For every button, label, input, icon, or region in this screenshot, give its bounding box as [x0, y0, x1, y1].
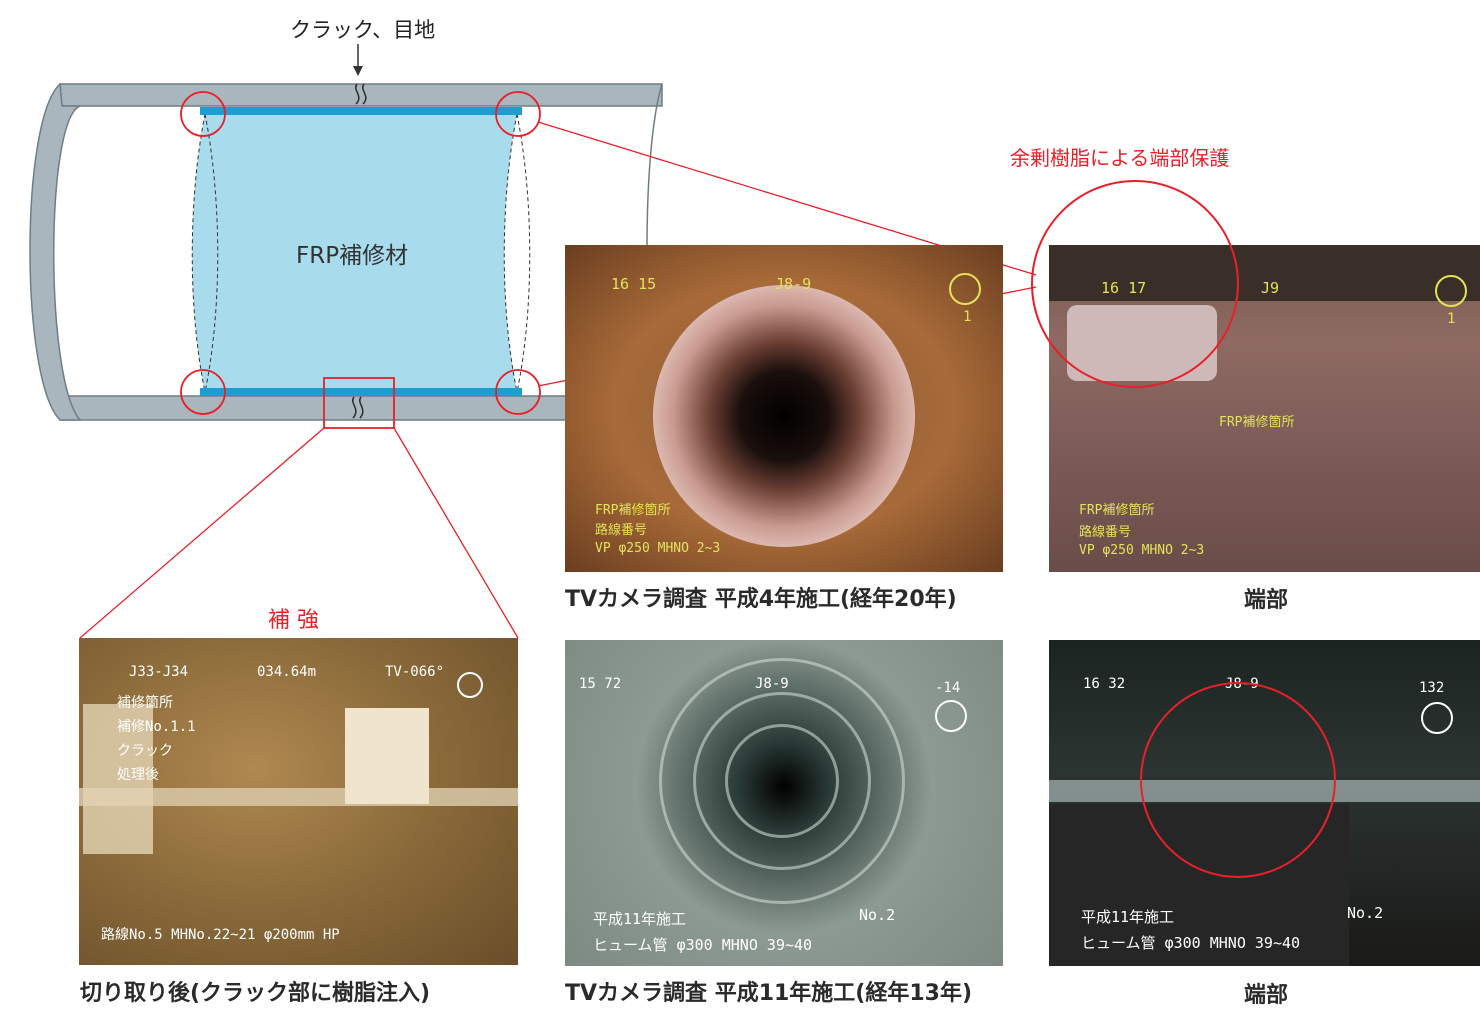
frp-patch — [191, 107, 531, 396]
crack-zoom-box — [323, 377, 395, 429]
overlay-bottom: 路線No.5 MHNo.22~21 φ200mm HP — [101, 927, 340, 943]
tv-camera-photo-1: 16 15 J8-9 1 FRP補修箇所 路線番号 VP φ250 MHNO 2… — [565, 245, 1003, 572]
cut-section-photo: J33-J34 034.64m TV-066° 補修箇所 補修No.1.1 クラ… — [79, 638, 518, 965]
frp-material-label: FRP補修材 — [296, 243, 409, 269]
end-circle-bottom-right — [495, 369, 541, 415]
end-circle-top-right — [495, 91, 541, 137]
overlay-mid: FRP補修箇所 — [1219, 415, 1295, 430]
pipe-body — [29, 82, 663, 421]
overlay-bl1: FRP補修箇所 — [1079, 503, 1155, 518]
overlay-top-1: J33-J34 — [129, 664, 189, 680]
reinforce-label: 補 強 — [268, 608, 319, 633]
overlay-bl1: FRP補修箇所 — [595, 503, 671, 518]
overlay-gauge-val: 1 — [1447, 311, 1456, 327]
overlay-top: J8-9 — [755, 676, 789, 692]
gauge-icon — [1421, 702, 1453, 734]
gauge-icon — [935, 700, 967, 732]
overlay-bl2: ヒューム管 φ300 MHNO 39~40 — [1081, 934, 1301, 952]
overlay-br: No.2 — [1347, 904, 1384, 922]
overlay-tl: 15 72 — [579, 676, 622, 692]
overlay-bl2: 路線番号 — [595, 523, 648, 538]
overlay-top-2: 034.64m — [257, 664, 317, 680]
overlay-bl2: 路線番号 — [1079, 525, 1132, 540]
overlay-tl: 16 15 — [611, 275, 657, 293]
gauge-icon — [457, 672, 483, 698]
overlay-br: No.2 — [859, 906, 896, 924]
end-circle-photo-2 — [1140, 682, 1336, 878]
overlay-left-3: クラック — [117, 743, 173, 759]
gauge-icon — [949, 273, 981, 305]
crack-mark-top — [355, 83, 367, 105]
overlay-top-3: TV-066° — [385, 664, 445, 680]
overlay-bl3: VP φ250 MHNO 2~3 — [595, 541, 721, 556]
overlay-left-2: 補修No.1.1 — [117, 719, 196, 735]
overlay-tr: 132 — [1419, 680, 1445, 696]
end-caption-2: 端部 — [1244, 983, 1289, 1008]
pipe-bore-ring — [653, 285, 915, 547]
overlay-tr: -14 — [935, 680, 961, 696]
overlay-top: J8-9 — [775, 275, 812, 293]
crack-arrow — [353, 44, 363, 76]
overlay-bl1: 平成11年施工 — [593, 910, 687, 928]
overlay-tl: 16 32 — [1083, 676, 1126, 692]
tv-camera-caption-1: TVカメラ調査 平成4年施工(経年20年) — [565, 587, 957, 612]
overlay-bl1: 平成11年施工 — [1081, 908, 1175, 926]
tv-camera-caption-2: TVカメラ調査 平成11年施工(経年13年) — [565, 981, 973, 1006]
chip-left — [83, 704, 153, 854]
pipe-bore-ring-2 — [693, 692, 871, 870]
pipe-bore-ring-1 — [659, 658, 905, 904]
resin-protection-circle — [1031, 180, 1239, 388]
overlay-left-1: 補修箇所 — [117, 695, 173, 711]
end-circle-bottom-left — [180, 369, 226, 415]
crack-label: クラック、目地 — [290, 18, 436, 42]
tv-camera-photo-2: 15 72 J8-9 -14 平成11年施工 ヒューム管 φ300 MHNO 3… — [565, 640, 1003, 966]
cut-section-caption: 切り取り後(クラック部に樹脂注入) — [80, 981, 431, 1006]
chip-center — [345, 708, 429, 804]
overlay-bl3: VP φ250 MHNO 2~3 — [1079, 543, 1205, 558]
crack-mark-bottom — [352, 396, 364, 419]
overlay-top: J9 — [1261, 279, 1280, 297]
overlay-left-4: 処理後 — [117, 767, 159, 783]
pipe-diagram — [29, 44, 1037, 639]
resin-protection-label: 余剰樹脂による端部保護 — [1010, 146, 1230, 170]
end-caption-1: 端部 — [1244, 588, 1289, 613]
end-circle-top-left — [180, 91, 226, 137]
pipe-bore-ring-3 — [725, 724, 839, 838]
gauge-icon — [1435, 275, 1467, 307]
overlay-bl2: ヒューム管 φ300 MHNO 39~40 — [593, 936, 813, 954]
overlay-gauge-val: 1 — [963, 309, 972, 325]
